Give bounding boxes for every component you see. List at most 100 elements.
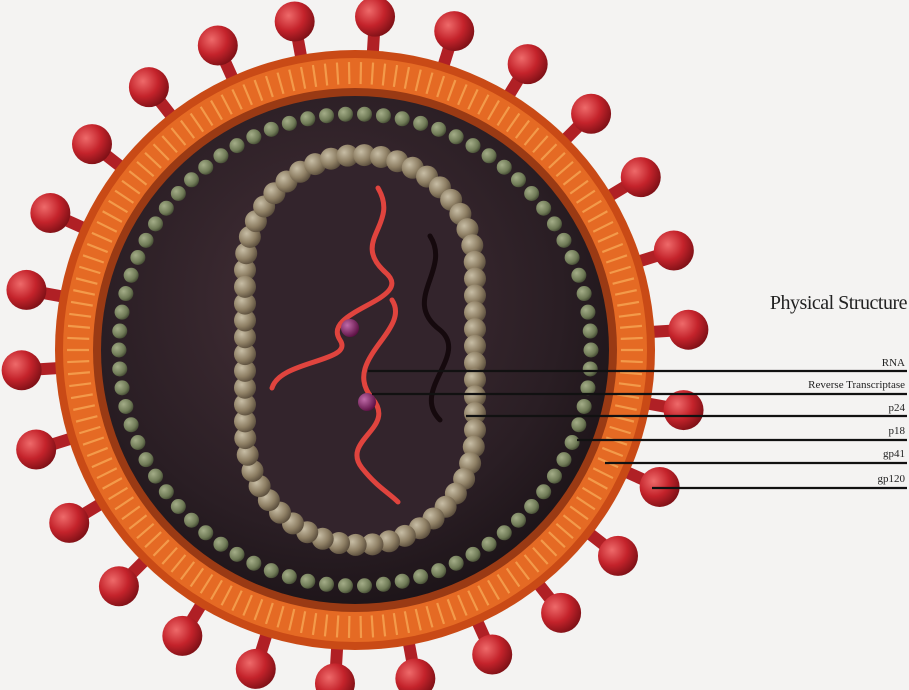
gp120-knob (541, 593, 581, 633)
matrix-bead (112, 343, 127, 358)
lipid-stripe (372, 615, 373, 637)
gp120-knob (2, 350, 42, 390)
matrix-bead (431, 563, 446, 578)
gp120-knob (198, 25, 238, 65)
lipid-stripe (372, 63, 373, 85)
matrix-bead (184, 513, 199, 528)
matrix-bead (583, 324, 598, 339)
matrix-bead (376, 577, 391, 592)
label-p18: p18 (889, 425, 906, 437)
matrix-bead (497, 525, 512, 540)
matrix-bead (230, 138, 245, 153)
matrix-bead (524, 499, 539, 514)
gp120-knob (571, 94, 611, 134)
matrix-bead (524, 186, 539, 201)
matrix-bead (184, 172, 199, 187)
matrix-bead (171, 186, 186, 201)
matrix-bead (577, 286, 592, 301)
matrix-bead (511, 513, 526, 528)
capsid-core (245, 155, 475, 545)
gp120-knob (16, 429, 56, 469)
matrix-bead (413, 569, 428, 584)
matrix-bead (319, 108, 334, 123)
lipid-stripe (337, 615, 338, 637)
matrix-bead (124, 268, 139, 283)
matrix-bead (431, 122, 446, 137)
matrix-bead (198, 525, 213, 540)
gp120-knob (355, 0, 395, 37)
gp120-knob (654, 231, 694, 271)
gp120-knob (99, 566, 139, 606)
matrix-bead (264, 122, 279, 137)
matrix-bead (282, 116, 297, 131)
lipid-stripe (67, 338, 89, 339)
lipid-stripe (621, 338, 643, 339)
matrix-bead (300, 111, 315, 126)
matrix-bead (376, 108, 391, 123)
matrix-bead (230, 547, 245, 562)
gp120-knob (236, 649, 276, 689)
matrix-bead (536, 484, 551, 499)
matrix-bead (536, 201, 551, 216)
matrix-bead (246, 129, 261, 144)
gp120-knob (621, 157, 661, 197)
lipid-stripe (67, 361, 89, 362)
matrix-bead (556, 233, 571, 248)
gp120-knob (664, 390, 704, 430)
matrix-bead (130, 250, 145, 265)
matrix-bead (213, 537, 228, 552)
gp120-knob (129, 67, 169, 107)
reverse-transcriptase-molecule (358, 393, 376, 411)
matrix-bead (357, 107, 372, 122)
label-gp120: gp120 (878, 473, 906, 485)
matrix-bead (395, 111, 410, 126)
matrix-bead (547, 216, 562, 231)
gp120-knob (508, 44, 548, 84)
matrix-bead (300, 574, 315, 589)
gp120-knob (49, 503, 89, 543)
matrix-bead (580, 305, 595, 320)
matrix-bead (171, 499, 186, 514)
matrix-bead (115, 380, 130, 395)
matrix-bead (449, 556, 464, 571)
matrix-bead (449, 129, 464, 144)
gp120-knob (315, 663, 355, 690)
matrix-bead (547, 469, 562, 484)
label-gp41: gp41 (883, 448, 905, 460)
matrix-bead (565, 250, 580, 265)
matrix-bead (282, 569, 297, 584)
matrix-bead (395, 574, 410, 589)
matrix-bead (115, 305, 130, 320)
matrix-bead (497, 160, 512, 175)
matrix-bead (511, 172, 526, 187)
matrix-bead (577, 399, 592, 414)
matrix-bead (584, 343, 599, 358)
gp120-knob (30, 193, 70, 233)
matrix-bead (118, 399, 133, 414)
matrix-bead (319, 577, 334, 592)
gp120-knob (395, 659, 435, 690)
lipid-stripe (621, 361, 643, 362)
matrix-bead (571, 268, 586, 283)
label-p24: p24 (889, 402, 906, 414)
lipid-stripe (337, 63, 338, 85)
matrix-bead (413, 116, 428, 131)
gp120-knob (434, 11, 474, 51)
matrix-bead (357, 578, 372, 593)
label-rna: RNA (882, 357, 905, 369)
gp120-knob (598, 536, 638, 576)
diagram-title: Physical Structure (770, 292, 908, 314)
matrix-bead (565, 435, 580, 450)
gp120-knob (72, 124, 112, 164)
capsid-bead (234, 276, 256, 298)
matrix-bead (482, 148, 497, 163)
matrix-bead (198, 160, 213, 175)
gp120-knob (472, 635, 512, 675)
matrix-bead (338, 107, 353, 122)
matrix-bead (482, 537, 497, 552)
matrix-bead (466, 138, 481, 153)
label-reverse-transcriptase: Reverse Transcriptase (808, 379, 905, 391)
matrix-bead (118, 286, 133, 301)
